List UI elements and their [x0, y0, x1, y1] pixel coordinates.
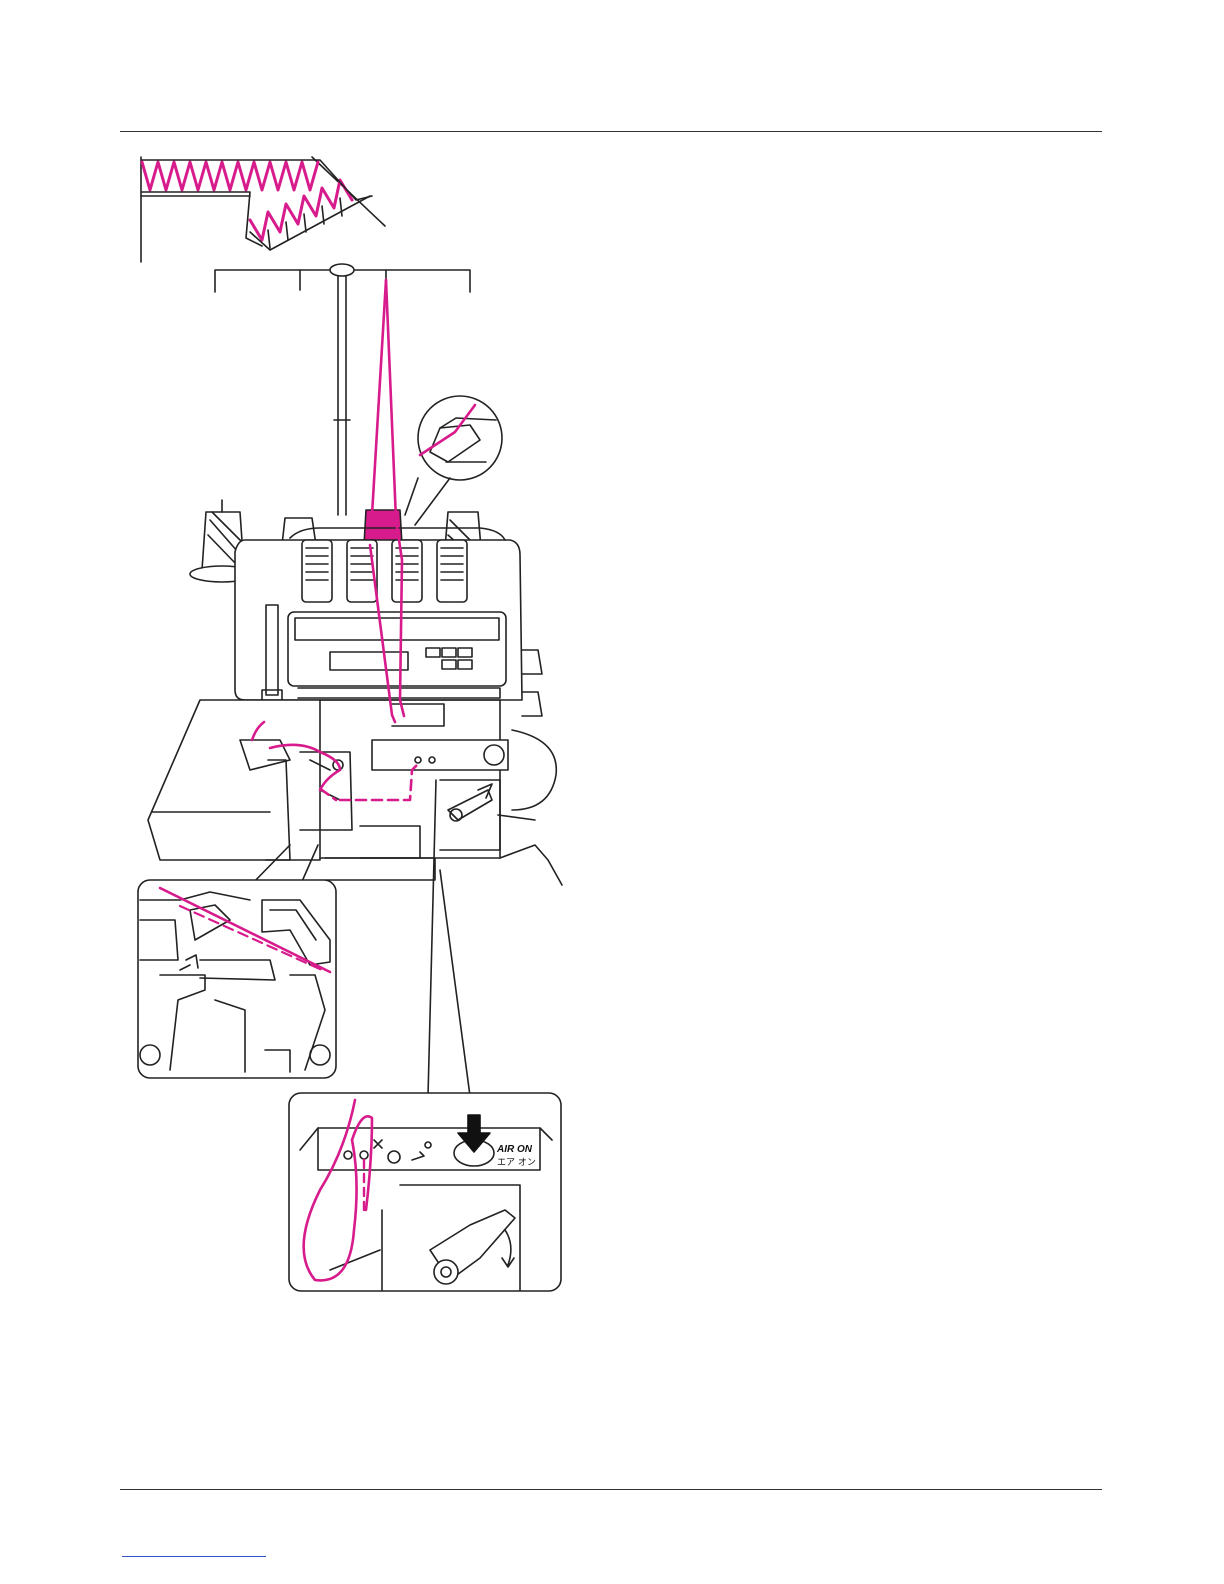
air-on-label: AIR ON: [496, 1144, 533, 1155]
thread-guide-detail: [405, 396, 502, 525]
stitch-sample: [141, 157, 385, 262]
looper-detail: [138, 880, 336, 1078]
air-on-label-jp: エア オン: [497, 1157, 536, 1168]
air-button-detail: [289, 1093, 561, 1291]
thread-stand: [215, 264, 470, 515]
